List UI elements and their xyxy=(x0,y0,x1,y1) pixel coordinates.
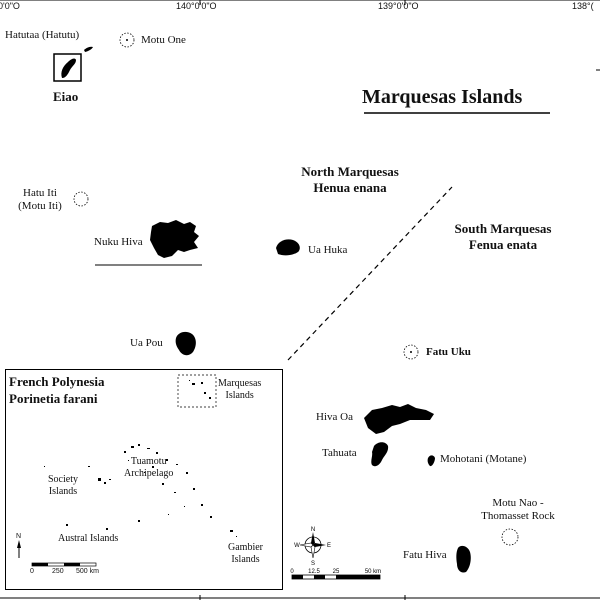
label-hatutaa: Hatutaa (Hatutu) xyxy=(5,29,80,41)
compass-w: W xyxy=(294,543,300,549)
label-hatu-iti-line2: (Motu Iti) xyxy=(18,200,62,212)
label-fatu-hiva: Fatu Hiva xyxy=(403,549,447,561)
scale-label-1: 12.5 xyxy=(308,569,320,575)
inset-label-tuamotu-line1: Tuamotu xyxy=(130,456,167,467)
inset-label-tuamotu-line2: Archipelago xyxy=(124,468,174,479)
inset-label-gambier-line1: Gambier xyxy=(228,542,263,553)
inset-scale-label-1: 250 xyxy=(52,568,64,575)
north-region-line2: Henua enana xyxy=(313,180,387,195)
compass-rose xyxy=(299,532,326,559)
inset-scale-label-0: 0 xyxy=(30,568,34,575)
inset-title: French Polynesia Porinetia farani xyxy=(9,373,104,407)
inset-north-arrow xyxy=(17,540,21,548)
label-hatu-iti: Hatu Iti (Motu Iti) xyxy=(10,187,70,213)
fatu-uku-marker xyxy=(403,344,419,360)
ua-huka-island xyxy=(276,239,300,256)
label-mohotani: Mohotani (Motane) xyxy=(440,453,527,465)
motu-one-marker xyxy=(119,32,135,48)
coord-left: 0'0"O xyxy=(0,1,20,11)
eiao-box xyxy=(53,53,82,82)
south-region-line2: Fenua enata xyxy=(468,237,538,252)
label-ua-pou: Ua Pou xyxy=(130,337,163,349)
coord-right: 138°( xyxy=(572,1,594,11)
coord-139: 139°0'0"O xyxy=(378,1,419,11)
inset-north-letter: N xyxy=(16,533,22,540)
inset-label-marquesas-line2: Islands xyxy=(225,390,254,401)
inset-label-gambier: Gambier Islands xyxy=(228,542,263,566)
label-hatu-iti-line1: Hatu Iti xyxy=(23,187,57,199)
label-hiva-oa: Hiva Oa xyxy=(316,411,353,423)
inset-label-society-line2: Islands xyxy=(48,486,78,497)
inset-title-line1: French Polynesia xyxy=(9,374,105,389)
south-region-line1: South Marquesas xyxy=(454,221,552,236)
label-nuku-hiva: Nuku Hiva xyxy=(94,236,143,248)
eiao-island xyxy=(61,58,76,78)
compass-e: E xyxy=(327,543,331,549)
north-region-label: North Marquesas Henua enana xyxy=(280,164,420,196)
inset-label-tuamotu: Tuamotu Archipelago xyxy=(124,456,173,480)
inset-scale-label-2: 500 km xyxy=(76,568,99,575)
label-eiao: Eiao xyxy=(53,89,79,104)
inset-label-society-line1: Society xyxy=(48,474,78,485)
ua-pou-island xyxy=(175,331,196,356)
label-motu-one: Motu One xyxy=(141,34,186,46)
inset-marquesas-dots xyxy=(189,380,211,399)
coord-140: 140°0'0"O xyxy=(176,1,217,11)
label-motu-nao-line2: Thomasset Rock xyxy=(481,510,555,522)
inset-label-austral: Austral Islands xyxy=(58,533,119,544)
inset-title-line2: Porinetia farani xyxy=(9,391,98,406)
mohotani-island xyxy=(427,455,435,467)
french-polynesia-inset: French Polynesia Porinetia farani xyxy=(5,369,283,590)
region-divider xyxy=(287,186,453,361)
inset-scale-bar xyxy=(31,562,97,567)
scale-label-0: 0 xyxy=(290,569,294,575)
scale-label-2: 25 xyxy=(333,569,340,575)
hatutaa-island xyxy=(84,46,93,52)
hiva-oa-island xyxy=(364,404,434,434)
motu-nao-marker xyxy=(501,528,519,546)
scale-bar xyxy=(291,574,381,580)
inset-label-society: Society Islands xyxy=(48,474,78,498)
compass-s: S xyxy=(311,561,315,567)
inset-label-marquesas: Marquesas Islands xyxy=(218,378,261,402)
fatu-hiva-island xyxy=(456,545,471,573)
motu-one-dot xyxy=(126,39,128,41)
compass-n: N xyxy=(311,527,315,533)
label-motu-nao: Motu Nao - Thomasset Rock xyxy=(468,497,568,523)
label-motu-nao-line1: Motu Nao - xyxy=(492,497,544,509)
inset-label-marquesas-line1: Marquesas xyxy=(218,378,262,389)
south-region-label: South Marquesas Fenua enata xyxy=(428,221,578,253)
scale-label-3: 50 km xyxy=(365,569,381,575)
tahuata-island xyxy=(371,442,389,467)
inset-canvas xyxy=(17,374,237,567)
label-ua-huka: Ua Huka xyxy=(308,244,348,256)
label-fatu-uku: Fatu Uku xyxy=(426,346,471,358)
inset-marquesas-box xyxy=(177,374,217,408)
north-region-line1: North Marquesas xyxy=(301,164,399,179)
inset-island-dots xyxy=(44,444,237,537)
label-tahuata: Tahuata xyxy=(322,447,357,459)
fatu-uku-dot xyxy=(410,351,412,353)
map-title: Marquesas Islands xyxy=(362,86,523,108)
nuku-hiva-island xyxy=(150,220,199,258)
inset-label-gambier-line2: Islands xyxy=(231,554,260,565)
hatu-iti-marker xyxy=(73,191,89,207)
